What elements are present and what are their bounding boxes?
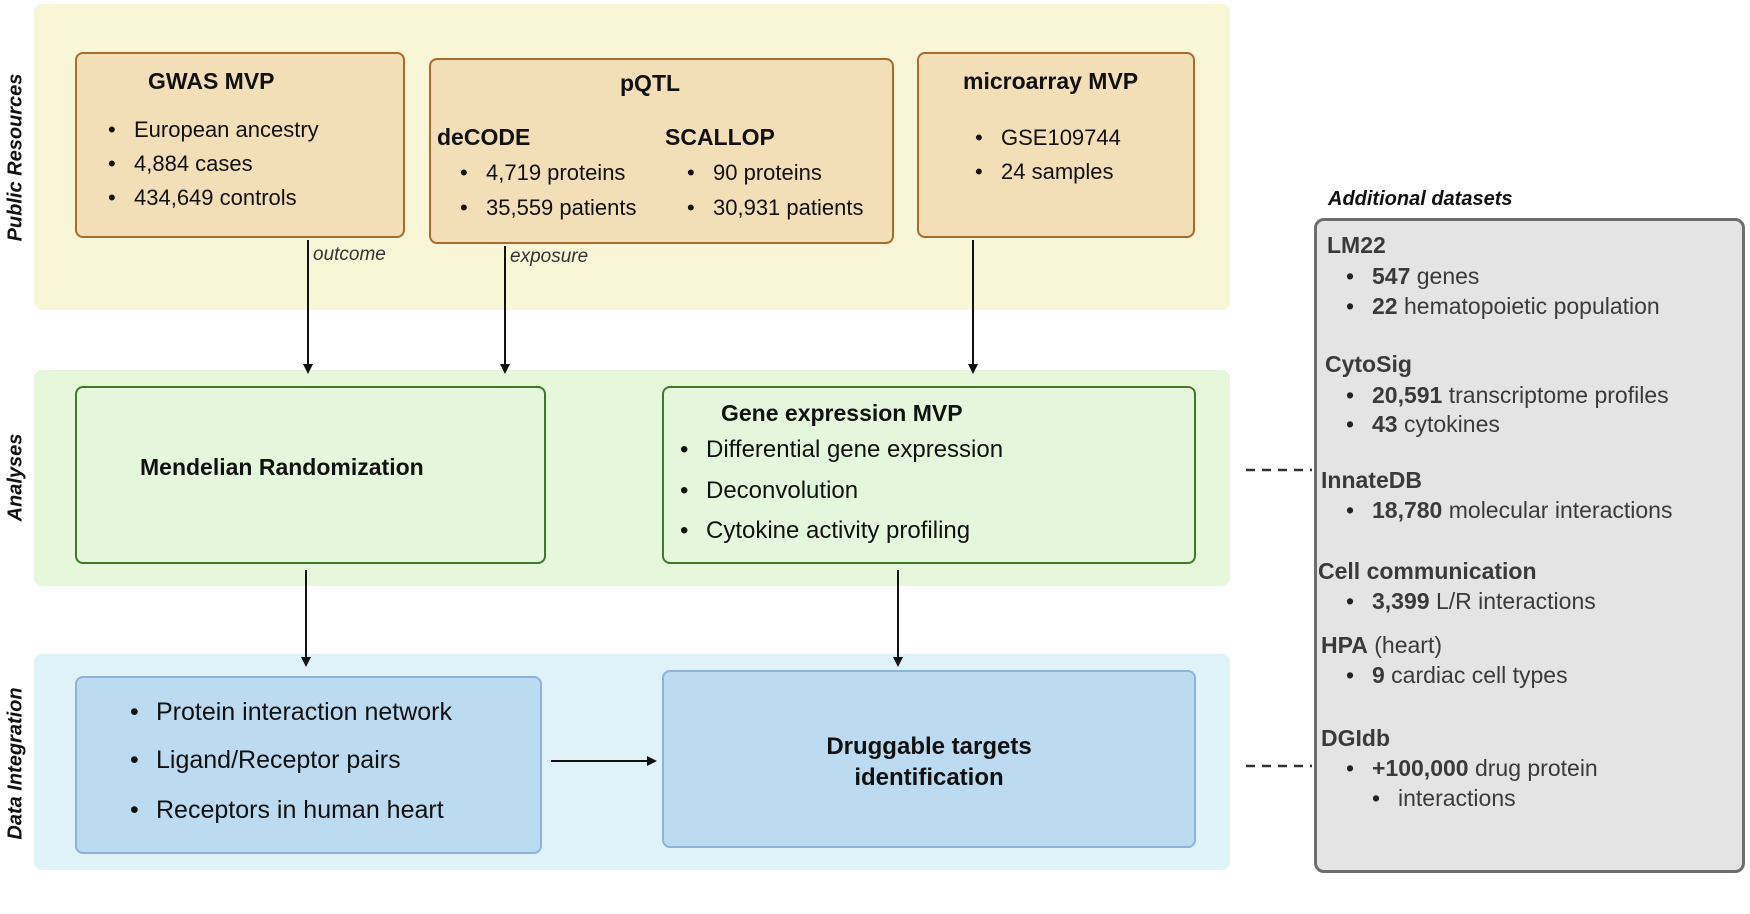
gene-expression-item: Cytokine activity profiling [680,517,970,545]
dataset-item: 20,591 transcriptome profiles [1346,382,1669,409]
dataset-cellcomm-title: Cell communication [1318,558,1537,584]
additional-datasets-heading: Additional datasets [1328,188,1513,210]
scallop-item: 30,931 patients [687,195,863,221]
druggable-targets-box [662,670,1196,848]
dataset-dgidb-title: DGIdb [1321,725,1390,751]
gwas-item: 434,649 controls [108,185,297,211]
dataset-item-continuation: interactions [1372,785,1516,812]
integration-item: Protein interaction network [130,698,452,727]
dataset-hpa-title: HPA (heart) [1321,632,1442,658]
microarray-item: GSE109744 [975,125,1121,151]
edge-label-exposure: exposure [510,246,589,267]
dataset-item: 43 cytokines [1346,411,1500,438]
dataset-cytosig-title: CytoSig [1325,351,1412,377]
scallop-item: 90 proteins [687,160,822,186]
decode-item: 35,559 patients [460,195,636,221]
dataset-item: 22 hematopoietic population [1346,293,1660,320]
integration-item: Ligand/Receptor pairs [130,746,401,775]
pqtl-title: pQTL [620,70,681,96]
gene-expression-title: Gene expression MVP [721,400,963,426]
microarray-item: 24 samples [975,159,1114,185]
integration-item: Receptors in human heart [130,796,444,825]
dataset-item: 3,399 L/R interactions [1346,588,1596,615]
connectors-layer [301,240,1312,768]
dataset-item: 9 cardiac cell types [1346,662,1568,689]
dataset-lm22-title: LM22 [1327,232,1386,258]
gwas-title: GWAS MVP [148,68,275,94]
druggable-title-line1: Druggable targets [826,733,1032,760]
mendelian-randomization-box [75,386,546,564]
dataset-item: +100,000 drug protein [1346,755,1598,782]
scallop-title: SCALLOP [665,124,775,150]
druggable-title-line2: identification [854,764,1004,791]
dataset-innatedb-title: InnateDB [1321,467,1422,493]
decode-item: 4,719 proteins [460,160,625,186]
gene-expression-item: Deconvolution [680,477,858,505]
gwas-item: European ancestry [108,117,319,143]
decode-title: deCODE [437,124,531,150]
mendelian-randomization-title: Mendelian Randomization [140,454,424,480]
microarray-title: microarray MVP [963,68,1139,94]
dataset-item: 547 genes [1346,263,1479,290]
edge-label-outcome: outcome [313,244,386,265]
gene-expression-item: Differential gene expression [680,436,1003,464]
gwas-item: 4,884 cases [108,151,253,177]
dataset-item: 18,780 molecular interactions [1346,497,1672,524]
